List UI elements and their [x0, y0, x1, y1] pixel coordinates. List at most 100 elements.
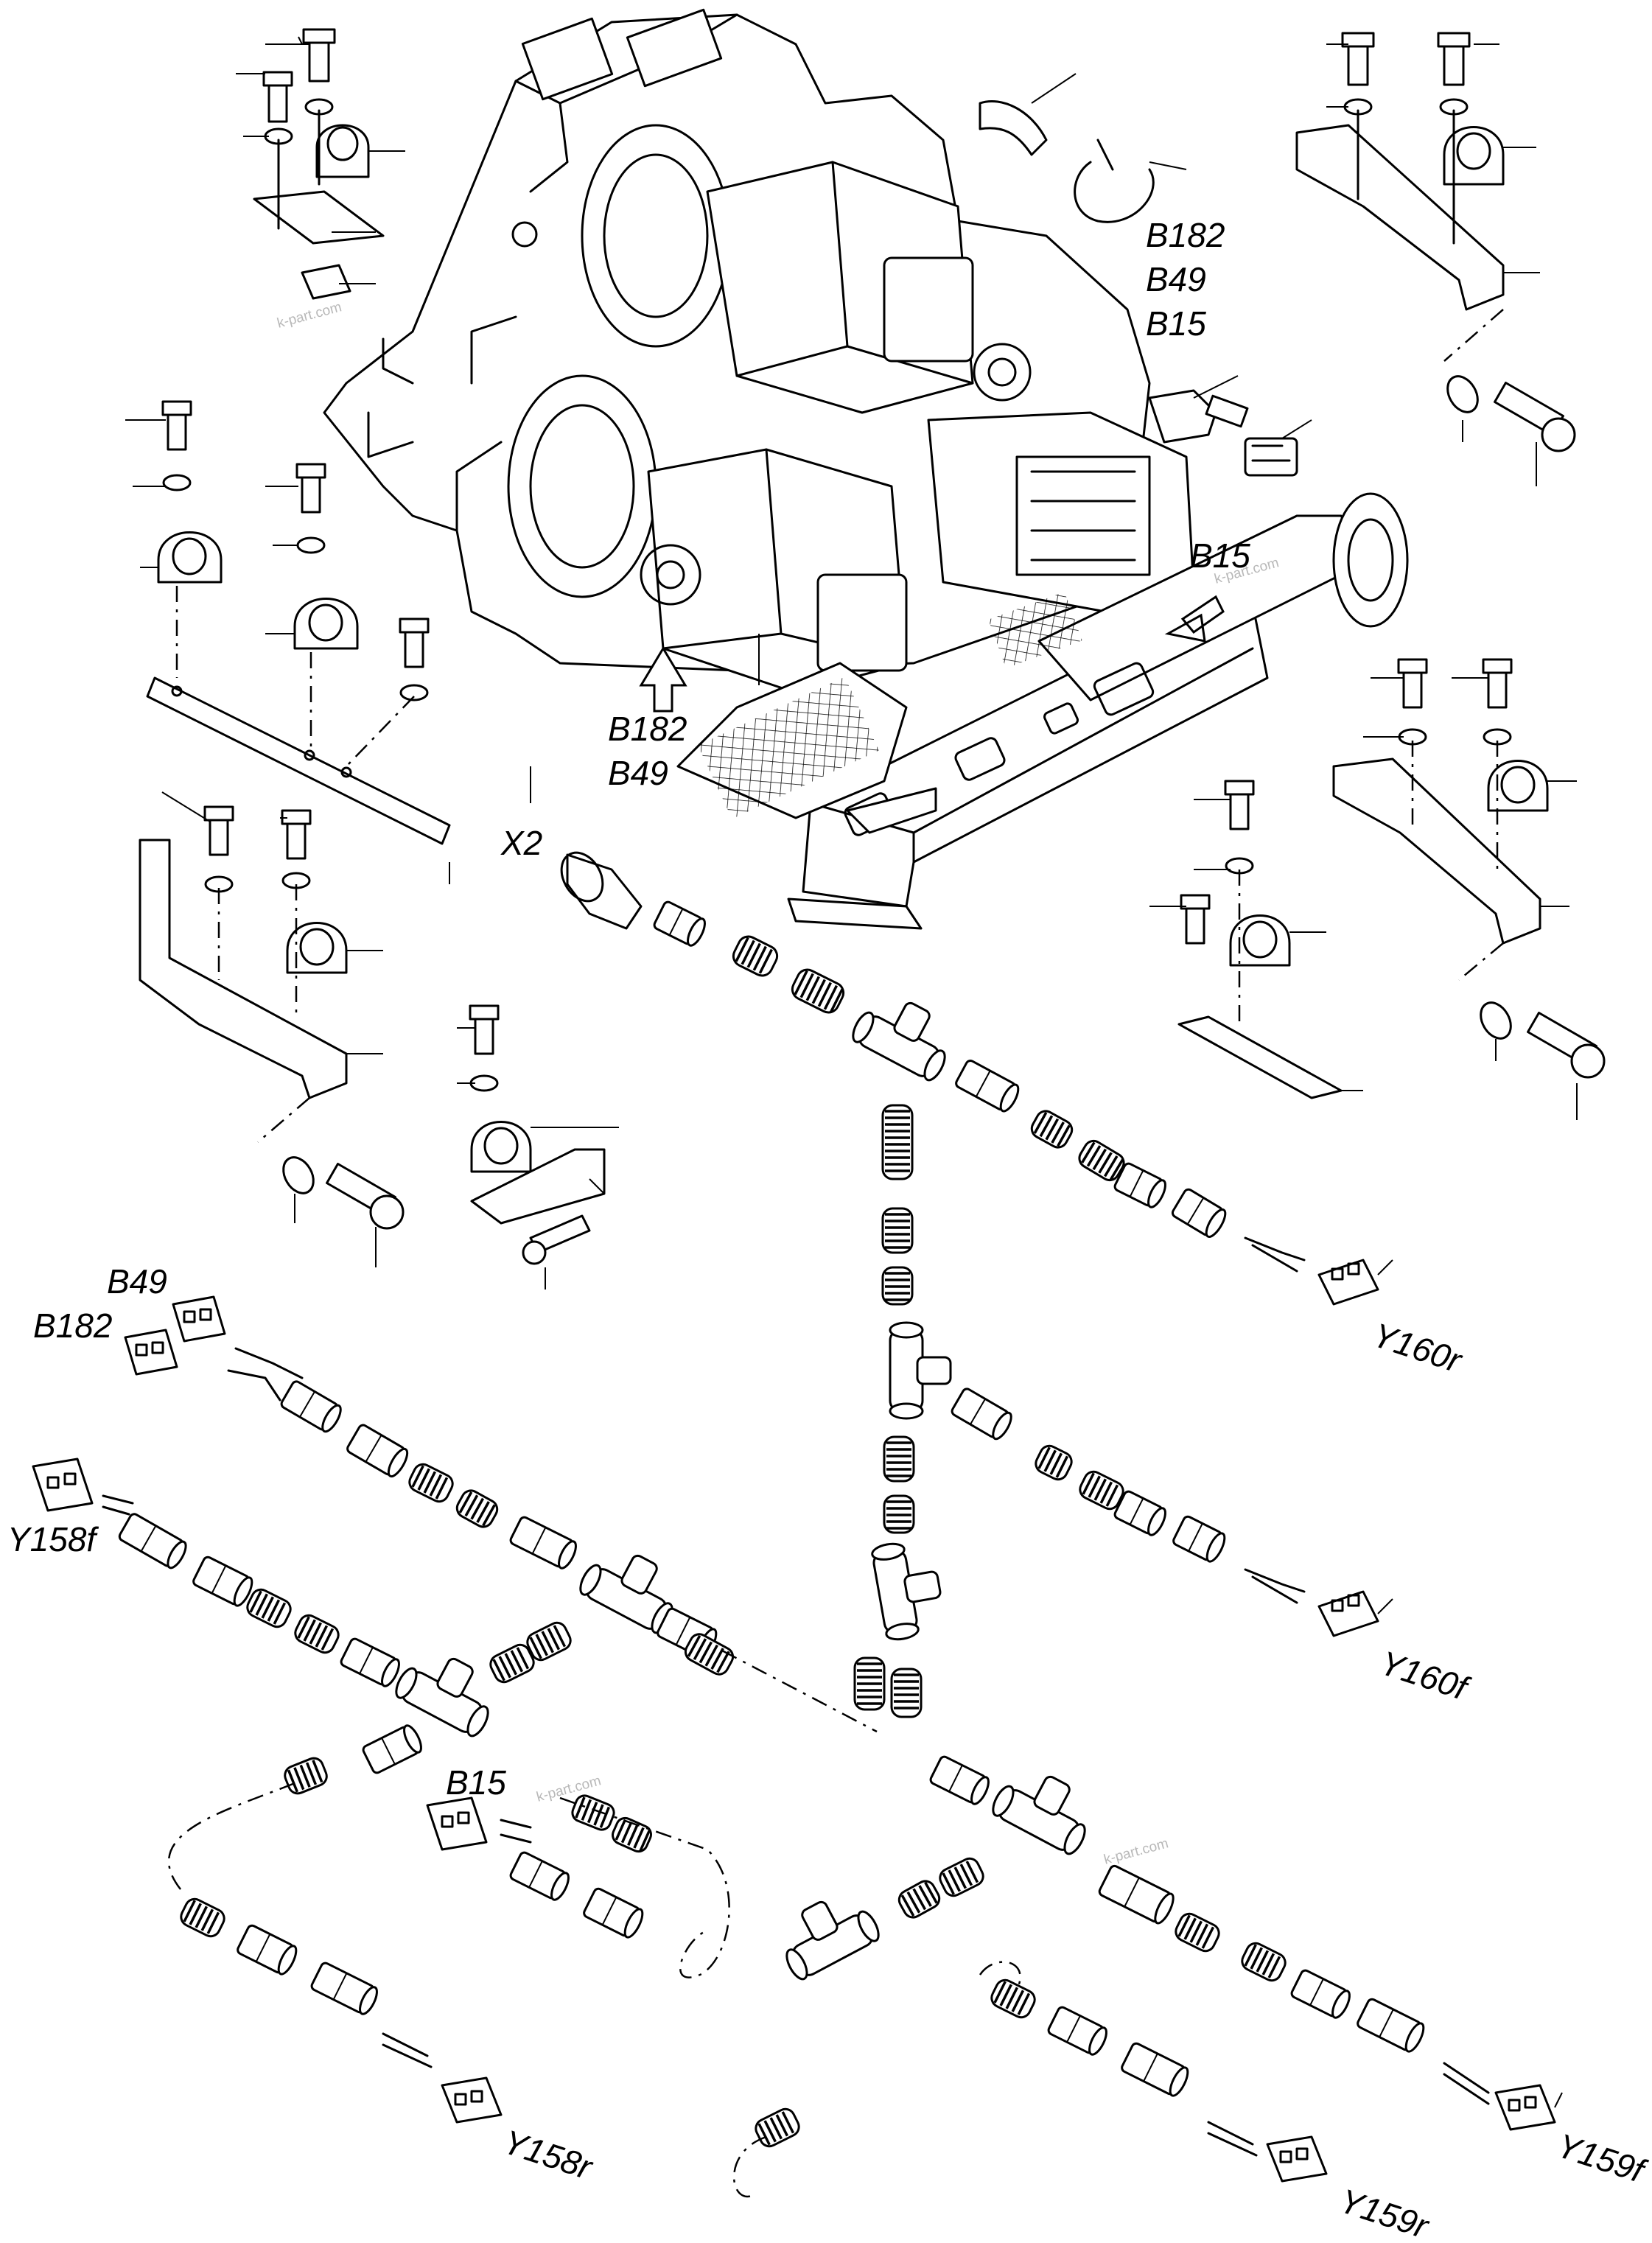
- conduit-sleeve: [284, 1757, 328, 1795]
- conduit-sleeve: [571, 1794, 615, 1831]
- label-y159f: Y159f: [1553, 2126, 1651, 2191]
- conduit-sleeve: [180, 1897, 225, 1938]
- connector-x2: [560, 851, 643, 930]
- conduit-sleeve: [883, 1494, 915, 1534]
- watermark-3: k-part.com: [535, 1773, 603, 1805]
- gearbox-pump-assembly: [323, 8, 1195, 694]
- fitting: [583, 1887, 644, 1939]
- conduit-sleeve: [684, 1633, 735, 1676]
- fitting: [280, 1380, 342, 1433]
- label-y160f: Y160f: [1376, 1643, 1474, 1708]
- bracket-group-top-left: [253, 28, 385, 300]
- sensor-b15-top: [1148, 389, 1298, 477]
- conduit-sleeve: [1175, 1912, 1220, 1953]
- conduit-sleeve: [990, 1978, 1036, 2019]
- label-y160r: Y160r: [1368, 1315, 1467, 1380]
- conduit-sleeve: [881, 1266, 914, 1306]
- routing-dashes: [167, 1649, 1021, 2198]
- connector-y160r: [1317, 1259, 1379, 1306]
- watermark-1: k-part.com: [276, 299, 343, 332]
- tee-fitting: [852, 1001, 946, 1082]
- conduit-sleeve: [1030, 1110, 1074, 1149]
- conduit-harness: [118, 900, 1425, 2148]
- bracket-group-right: [1177, 658, 1606, 1099]
- leader-lines: [125, 36, 1578, 2108]
- label-y159r: Y159r: [1335, 2181, 1434, 2243]
- fitting: [310, 1962, 378, 2015]
- connector-y159r: [1266, 2135, 1328, 2183]
- conduit-sleeve: [883, 1435, 915, 1483]
- tee-fitting: [871, 1542, 942, 1641]
- tape-and-tie: [979, 99, 1155, 223]
- label-b49-left: B49: [107, 1262, 167, 1301]
- label-b49-mid: B49: [608, 754, 668, 792]
- arrow-up-icon: [639, 646, 687, 713]
- watermark-4: k-part.com: [1102, 1836, 1170, 1868]
- fitting: [237, 1924, 298, 1976]
- conduit-sleeve: [1078, 1139, 1125, 1182]
- connector-y158f: [32, 1458, 94, 1512]
- fitting: [1113, 1162, 1166, 1208]
- conduit-sleeve: [897, 1880, 941, 1919]
- fitting: [1290, 1969, 1351, 2019]
- conduit-sleeve: [890, 1668, 923, 1718]
- conduit-sleeve: [294, 1614, 340, 1654]
- label-b49-top: B49: [1146, 260, 1206, 298]
- tee-fitting: [889, 1321, 952, 1420]
- connector-b182: [124, 1329, 178, 1376]
- fitting: [1357, 1998, 1425, 2053]
- conduit-sleeve: [1079, 1470, 1124, 1511]
- fitting: [1171, 1188, 1227, 1238]
- fitting: [192, 1556, 253, 1607]
- fitting: [1098, 1864, 1175, 1925]
- conduit-sleeve: [853, 1656, 886, 1711]
- tee-fitting: [395, 1657, 489, 1738]
- label-y158f: Y158f: [7, 1520, 99, 1558]
- bracket-group-mid-left: [146, 400, 451, 845]
- conduit-sleeve: [408, 1463, 454, 1503]
- fitting: [509, 1516, 577, 1570]
- conduit-sleeve: [455, 1489, 499, 1528]
- connector-b49: [172, 1295, 226, 1343]
- tee-fitting: [785, 1900, 880, 1981]
- bracket-group-top-right: [1295, 32, 1576, 452]
- fitting: [1047, 2006, 1107, 2056]
- label-b182-mid: B182: [608, 710, 687, 748]
- conduit-sleeve: [612, 1816, 652, 1853]
- conduit-sleeve: [939, 1857, 984, 1897]
- fitting: [653, 900, 706, 947]
- fitting: [509, 1851, 570, 1901]
- fitting: [118, 1513, 187, 1570]
- conduit-sleeve: [791, 968, 845, 1014]
- fitting: [929, 1755, 990, 1805]
- conduit-sleeve: [526, 1621, 572, 1662]
- label-b15-arrow: B15: [1190, 536, 1250, 575]
- label-y158r: Y158r: [499, 2122, 598, 2187]
- conduit-sleeve: [881, 1104, 914, 1180]
- label-b182-top: B182: [1146, 216, 1225, 254]
- bracket-group-left: [139, 805, 405, 1230]
- conduit-sleeve: [1241, 1942, 1287, 1982]
- arrow-down-left-icon: [1164, 595, 1225, 643]
- label-b15-top: B15: [1146, 304, 1206, 343]
- connector-y159f: [1494, 2084, 1556, 2131]
- conduit-sleeve: [246, 1588, 292, 1628]
- fitting: [1121, 2042, 1189, 2097]
- fitting: [1172, 1515, 1226, 1563]
- tee-fitting: [579, 1554, 673, 1634]
- fitting: [955, 1060, 1020, 1113]
- connector-y158r: [441, 2076, 503, 2124]
- fitting: [951, 1388, 1012, 1441]
- bracket-group-center: [469, 1004, 606, 1265]
- conduit-sleeve: [1035, 1444, 1073, 1481]
- connector-y160f: [1317, 1590, 1379, 1637]
- conduit-sleeve: [881, 1207, 914, 1254]
- fitting: [362, 1724, 422, 1774]
- label-b15-low: B15: [446, 1763, 506, 1802]
- fitting: [346, 1424, 409, 1478]
- fitting: [340, 1637, 400, 1687]
- connector-b15-low: [426, 1796, 488, 1851]
